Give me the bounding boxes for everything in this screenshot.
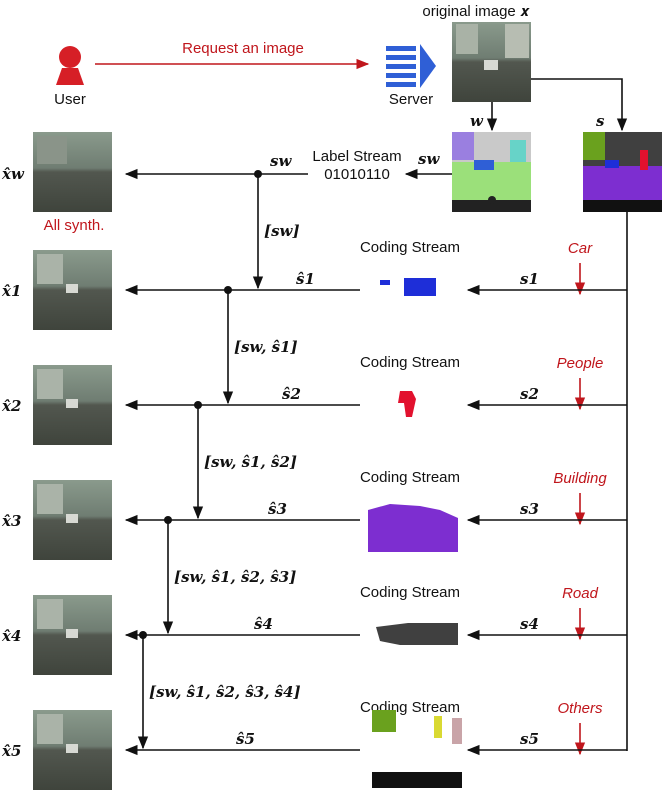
s-symbol: s3 [520,500,539,518]
xw-image [33,132,112,212]
shat-symbol: ŝ2 [282,385,301,403]
arrow-orig-to-s [531,78,628,132]
shat-symbol: ŝ3 [268,500,287,518]
mask-others [372,772,462,788]
sw-symbol-left: 𝒔w [270,152,292,170]
class-label-others: Others [557,700,603,717]
x-image-car [66,629,78,638]
x-symbol: x̂1 [1,282,21,300]
coding-stream-label: Coding Stream [360,469,460,486]
x-symbol: x̂3 [1,512,21,530]
class-label-people: People [557,355,604,372]
x-image-car [66,399,78,408]
original-image [452,22,531,102]
x-image-car [66,284,78,293]
x-image-building [37,369,63,399]
request-label: Request an image [182,40,304,57]
s-label: 𝒔 [596,112,605,130]
server-icon [386,44,436,88]
shat-symbol: ŝ4 [254,615,273,633]
mask-car [404,278,436,296]
w-label-map [452,132,531,212]
class-label-car: Car [568,240,593,257]
label-stream-title: Label Stream [312,148,401,165]
mask-others [372,710,396,732]
bracket-label: [𝒔w, ŝ1] [234,338,298,356]
mask-building [368,504,458,552]
server-label: Server [389,91,433,108]
x-image-building [37,484,63,514]
x-image-building [37,254,63,284]
original-image-label: original image 𝒙 [422,3,530,20]
user-icon [56,46,84,85]
x-image-car [66,744,78,753]
mask-others [452,718,462,744]
x-image-building [37,599,63,629]
shat-symbol: ŝ1 [296,270,315,288]
s-symbol: s5 [520,730,539,748]
s-symbol: s4 [520,615,539,633]
shat-symbol: ŝ5 [236,730,255,748]
x-symbol: x̂2 [1,397,21,415]
s-symbol: s2 [520,385,539,403]
coding-stream-label: Coding Stream [360,354,460,371]
class-label-road: Road [562,585,599,602]
coding-stream-label: Coding Stream [360,584,460,601]
mask-road [376,623,458,645]
class-label-building: Building [553,470,607,487]
x-image-building [37,714,63,744]
xw-symbol: x̂w [1,165,25,183]
s-semantic-map [583,132,662,212]
bracket-label: [𝒔w, ŝ1, ŝ2] [204,453,297,471]
mask-others [434,716,442,738]
user-label: User [54,91,86,108]
x-symbol: x̂5 [1,742,21,760]
x-symbol: x̂4 [1,627,21,645]
bracket-label: [𝒔w, ŝ1, ŝ2, ŝ3, ŝ4] [149,683,301,701]
sw-symbol-right: 𝒔w [418,150,440,168]
bracket-sw: [𝒔w] [264,222,300,240]
s-symbol: s1 [520,270,539,288]
mask-people [398,391,416,417]
bracket-label: [𝒔w, ŝ1, ŝ2, ŝ3] [174,568,296,586]
all-synth-label: All synth. [44,217,105,234]
coding-stream-label: Coding Stream [360,239,460,256]
label-stream-bits: 01010110 [324,166,390,183]
x-image-car [66,514,78,523]
mask-car [380,280,390,285]
w-label: 𝒘 [470,112,484,130]
